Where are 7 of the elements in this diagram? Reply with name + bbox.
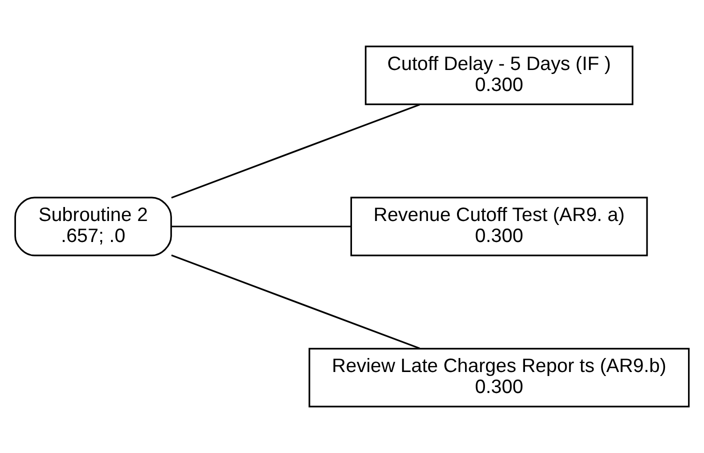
node-box: Cutoff Delay - 5 Days (IF ) 0.300 xyxy=(364,46,634,106)
node-box: Revenue Cutoff Test (AR9. a) 0.300 xyxy=(350,196,648,256)
node-box: Subroutine 2 .657; .0 xyxy=(14,196,172,256)
node-box: Review Late Charges Repor ts (AR9.b) 0.300 xyxy=(308,348,690,408)
connector xyxy=(171,104,420,198)
connector xyxy=(171,226,351,228)
connector xyxy=(171,254,420,350)
